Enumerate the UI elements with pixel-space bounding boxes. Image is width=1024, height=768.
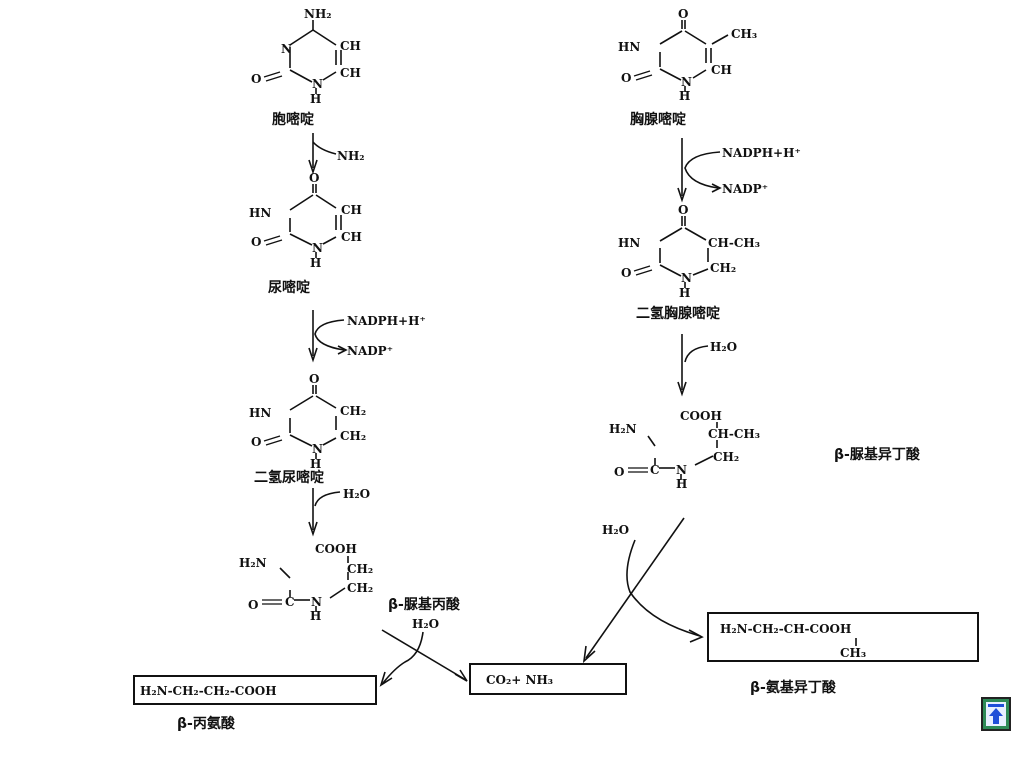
step-r1-nadph: NADPH+H⁺ (722, 146, 801, 160)
cytosine-structure: NH₂ N CH CH O N H (251, 7, 361, 106)
thymine-name: 胸腺嘧啶 (630, 111, 686, 128)
arrow-dihydrouracil-to-ureidopropionate: H₂O (308, 487, 370, 537)
ureidopropionate-cooh: COOH (315, 542, 357, 556)
thymine-structure: O HN CH₃ CH O N H (618, 7, 757, 103)
co2-nh3-formula: CO₂+ NH₃ (486, 673, 553, 687)
dihydrothymine-chch3: CH-CH₃ (708, 236, 760, 250)
ureidopropionate-structure: H₂N COOH CH₂ CH₂ O C N H (239, 542, 373, 623)
ureidoisobutyrate-h2n: H₂N (609, 422, 637, 436)
ureidoisobutyrate-structure: H₂N COOH CH-CH₃ CH₂ O C N H (609, 409, 760, 491)
uracil-o-top: O (309, 171, 319, 185)
dihydrothymine-name: 二氢胸腺嘧啶 (636, 305, 720, 322)
step2-nadph: NADPH+H⁺ (347, 314, 426, 328)
dihydrouracil-o: O (251, 435, 261, 449)
thymine-hn: HN (618, 40, 640, 54)
cytosine-n3: N (281, 42, 292, 56)
ureidopropionate-n: N (311, 595, 322, 609)
home-icon (986, 702, 1006, 726)
cytosine-nh2: NH₂ (304, 7, 332, 21)
cytosine-name: 胞嘧啶 (271, 111, 314, 128)
ureidopropionate-ch2a: CH₂ (347, 562, 373, 576)
uracil-name: 尿嘧啶 (268, 279, 310, 296)
thymine-h: H (679, 89, 690, 103)
uracil-n1: N (312, 241, 323, 255)
dihydrouracil-n1: N (312, 442, 323, 456)
dihydrothymine-structure: O HN CH-CH₃ CH₂ O N H (618, 203, 760, 300)
uracil-hn: HN (249, 206, 271, 220)
aminoisobutyrate-ch3: CH₃ (840, 646, 866, 660)
dihydrouracil-structure: O HN CH₂ CH₂ O N H (249, 372, 366, 471)
ureidoisobutyrate-c: C (650, 463, 660, 477)
arrow-ureidoisobutyrate-split: H₂O (582, 517, 704, 664)
dihydrothymine-o-top: O (678, 203, 688, 217)
ureidoisobutyrate-ch2: CH₂ (713, 450, 739, 464)
step-r1-nadp: NADP⁺ (722, 182, 768, 196)
arrow-cytosine-to-uracil: NH₂ (308, 133, 365, 175)
ureidopropionate-name: β-脲基丙酸 (388, 596, 461, 613)
ureidoisobutyrate-o: O (614, 465, 624, 479)
dihydrothymine-ch2: CH₂ (710, 261, 736, 275)
beta-alanine-box: H₂N-CH₂-CH₂-COOH (133, 675, 377, 705)
aminoisobutyrate-name: β-氨基异丁酸 (750, 679, 837, 696)
up-arrow-icon (988, 704, 1004, 724)
dihydrothymine-hn: HN (618, 236, 640, 250)
arrow-uracil-to-dihydrouracil: NADPH+H⁺ NADP⁺ (308, 310, 426, 363)
dihydrothymine-o: O (621, 266, 631, 280)
cytosine-c6h: CH (340, 66, 361, 80)
ureidoisobutyrate-cooh: COOH (680, 409, 722, 423)
ureidopropionate-ch2b: CH₂ (347, 581, 373, 595)
dihydrouracil-name: 二氢尿嘧啶 (254, 469, 324, 486)
dihydrouracil-c5h2: CH₂ (340, 404, 366, 418)
co2-nh3-box: CO₂+ NH₃ (469, 663, 627, 695)
dihydrouracil-h: H (310, 457, 321, 471)
arrow-ureidopropionate-split: H₂O (379, 617, 468, 687)
cytosine-c5h: CH (340, 39, 361, 53)
step4-h2o: H₂O (412, 617, 439, 631)
beta-alanine-formula: H₂N-CH₂-CH₂-COOH (140, 684, 277, 698)
ureidopropionate-h: H (310, 609, 321, 623)
dihydrouracil-c6h2: CH₂ (340, 429, 366, 443)
thymine-ch3: CH₃ (731, 27, 757, 41)
uracil-o: O (251, 235, 261, 249)
step3-h2o: H₂O (343, 487, 370, 501)
cytosine-n1: N (312, 77, 323, 91)
uracil-c5h: CH (341, 203, 362, 217)
ureidoisobutyrate-chch3: CH-CH₃ (708, 427, 760, 441)
step-r2-h2o: H₂O (710, 340, 737, 354)
thymine-o: O (621, 71, 631, 85)
ureidopropionate-o: O (248, 598, 258, 612)
aminoisobutyrate-formula: H₂N-CH₂-CH-COOH (720, 622, 851, 636)
ureidopropionate-c: C (285, 595, 295, 609)
step1-nh2: NH₂ (337, 149, 365, 163)
dihydrouracil-hn: HN (249, 406, 271, 420)
uracil-structure: O HN CH CH O N H (249, 171, 362, 270)
dihydrothymine-h: H (679, 286, 690, 300)
dihydrouracil-o-top: O (309, 372, 319, 386)
dihydrothymine-n1: N (681, 271, 692, 285)
ureidoisobutyrate-h: H (676, 477, 687, 491)
thymine-c6h: CH (711, 63, 732, 77)
cytosine-h: H (310, 92, 321, 106)
uracil-c6h: CH (341, 230, 362, 244)
ureidoisobutyrate-name: β-脲基异丁酸 (834, 446, 921, 463)
ureidopropionate-h2n: H₂N (239, 556, 267, 570)
home-button[interactable] (981, 697, 1011, 731)
arrow-thymine-to-dihydrothymine: NADPH+H⁺ NADP⁺ (677, 138, 801, 203)
ureidoisobutyrate-n: N (676, 463, 687, 477)
uracil-h: H (310, 256, 321, 270)
aminoisobutyrate-box: H₂N-CH₂-CH-COOH CH₃ (707, 612, 979, 662)
cytosine-o: O (251, 72, 261, 86)
beta-alanine-name: β-丙氨酸 (177, 715, 236, 732)
step-r3-h2o: H₂O (602, 523, 629, 537)
step2-nadp: NADP⁺ (347, 344, 393, 358)
thymine-n1: N (681, 75, 692, 89)
thymine-o-top: O (678, 7, 688, 21)
arrow-dihydrothymine-to-ureidoisobutyrate: H₂O (677, 334, 737, 397)
